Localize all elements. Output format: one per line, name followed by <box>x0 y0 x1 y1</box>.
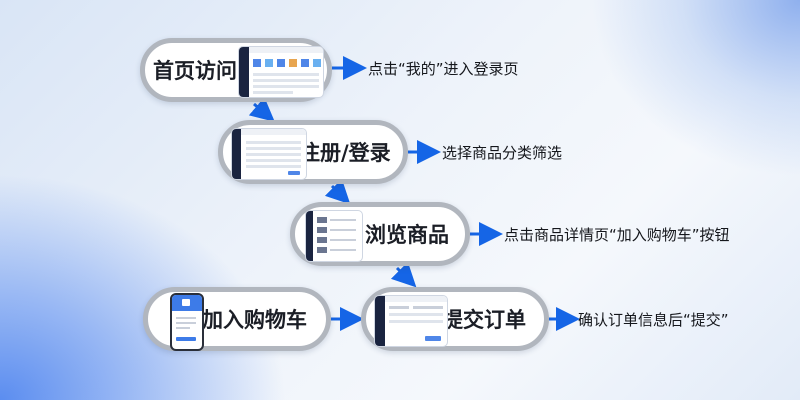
step-home-visit-label: 首页访问 <box>153 59 237 83</box>
step-register-login-note: 选择商品分类筛选 <box>442 144 563 162</box>
step-browse-products-note: 点击商品详情页“加入购物车”按钮 <box>504 226 730 244</box>
phone-cart-thumb <box>170 293 204 351</box>
home-screenshot-graphic <box>239 47 323 97</box>
step-home-visit-note: 点击“我的”进入登录页 <box>368 60 519 78</box>
arrow-step3-step4 <box>390 261 417 288</box>
step-browse-products-label: 浏览商品 <box>365 223 449 247</box>
login-screenshot-thumb <box>231 128 307 180</box>
browse-screenshot-graphic <box>306 211 356 261</box>
login-screenshot-graphic <box>232 129 306 179</box>
step-submit-order-note: 确认订单信息后“提交” <box>578 311 729 329</box>
step-add-to-cart-label: 加入购物车 <box>202 308 307 332</box>
order-screenshot-thumb <box>374 295 448 347</box>
arrow-step1-step2 <box>248 97 275 122</box>
phone-cart-graphic <box>172 295 202 341</box>
step-home-visit: 首页访问 <box>140 38 332 102</box>
step-add-to-cart: 加入购物车 <box>143 287 331 351</box>
step-submit-order: 提交订单 <box>361 287 549 351</box>
arrow-step2-step3 <box>324 178 351 205</box>
home-screenshot-thumb <box>238 46 324 98</box>
step-submit-order-label: 提交订单 <box>442 308 526 332</box>
order-screenshot-graphic <box>375 296 447 346</box>
browse-screenshot-thumb <box>305 210 363 262</box>
step-browse-products: 浏览商品 <box>290 202 470 266</box>
step-register-login: 注册/登录 <box>218 120 408 184</box>
step-register-login-label: 注册/登录 <box>299 141 391 165</box>
